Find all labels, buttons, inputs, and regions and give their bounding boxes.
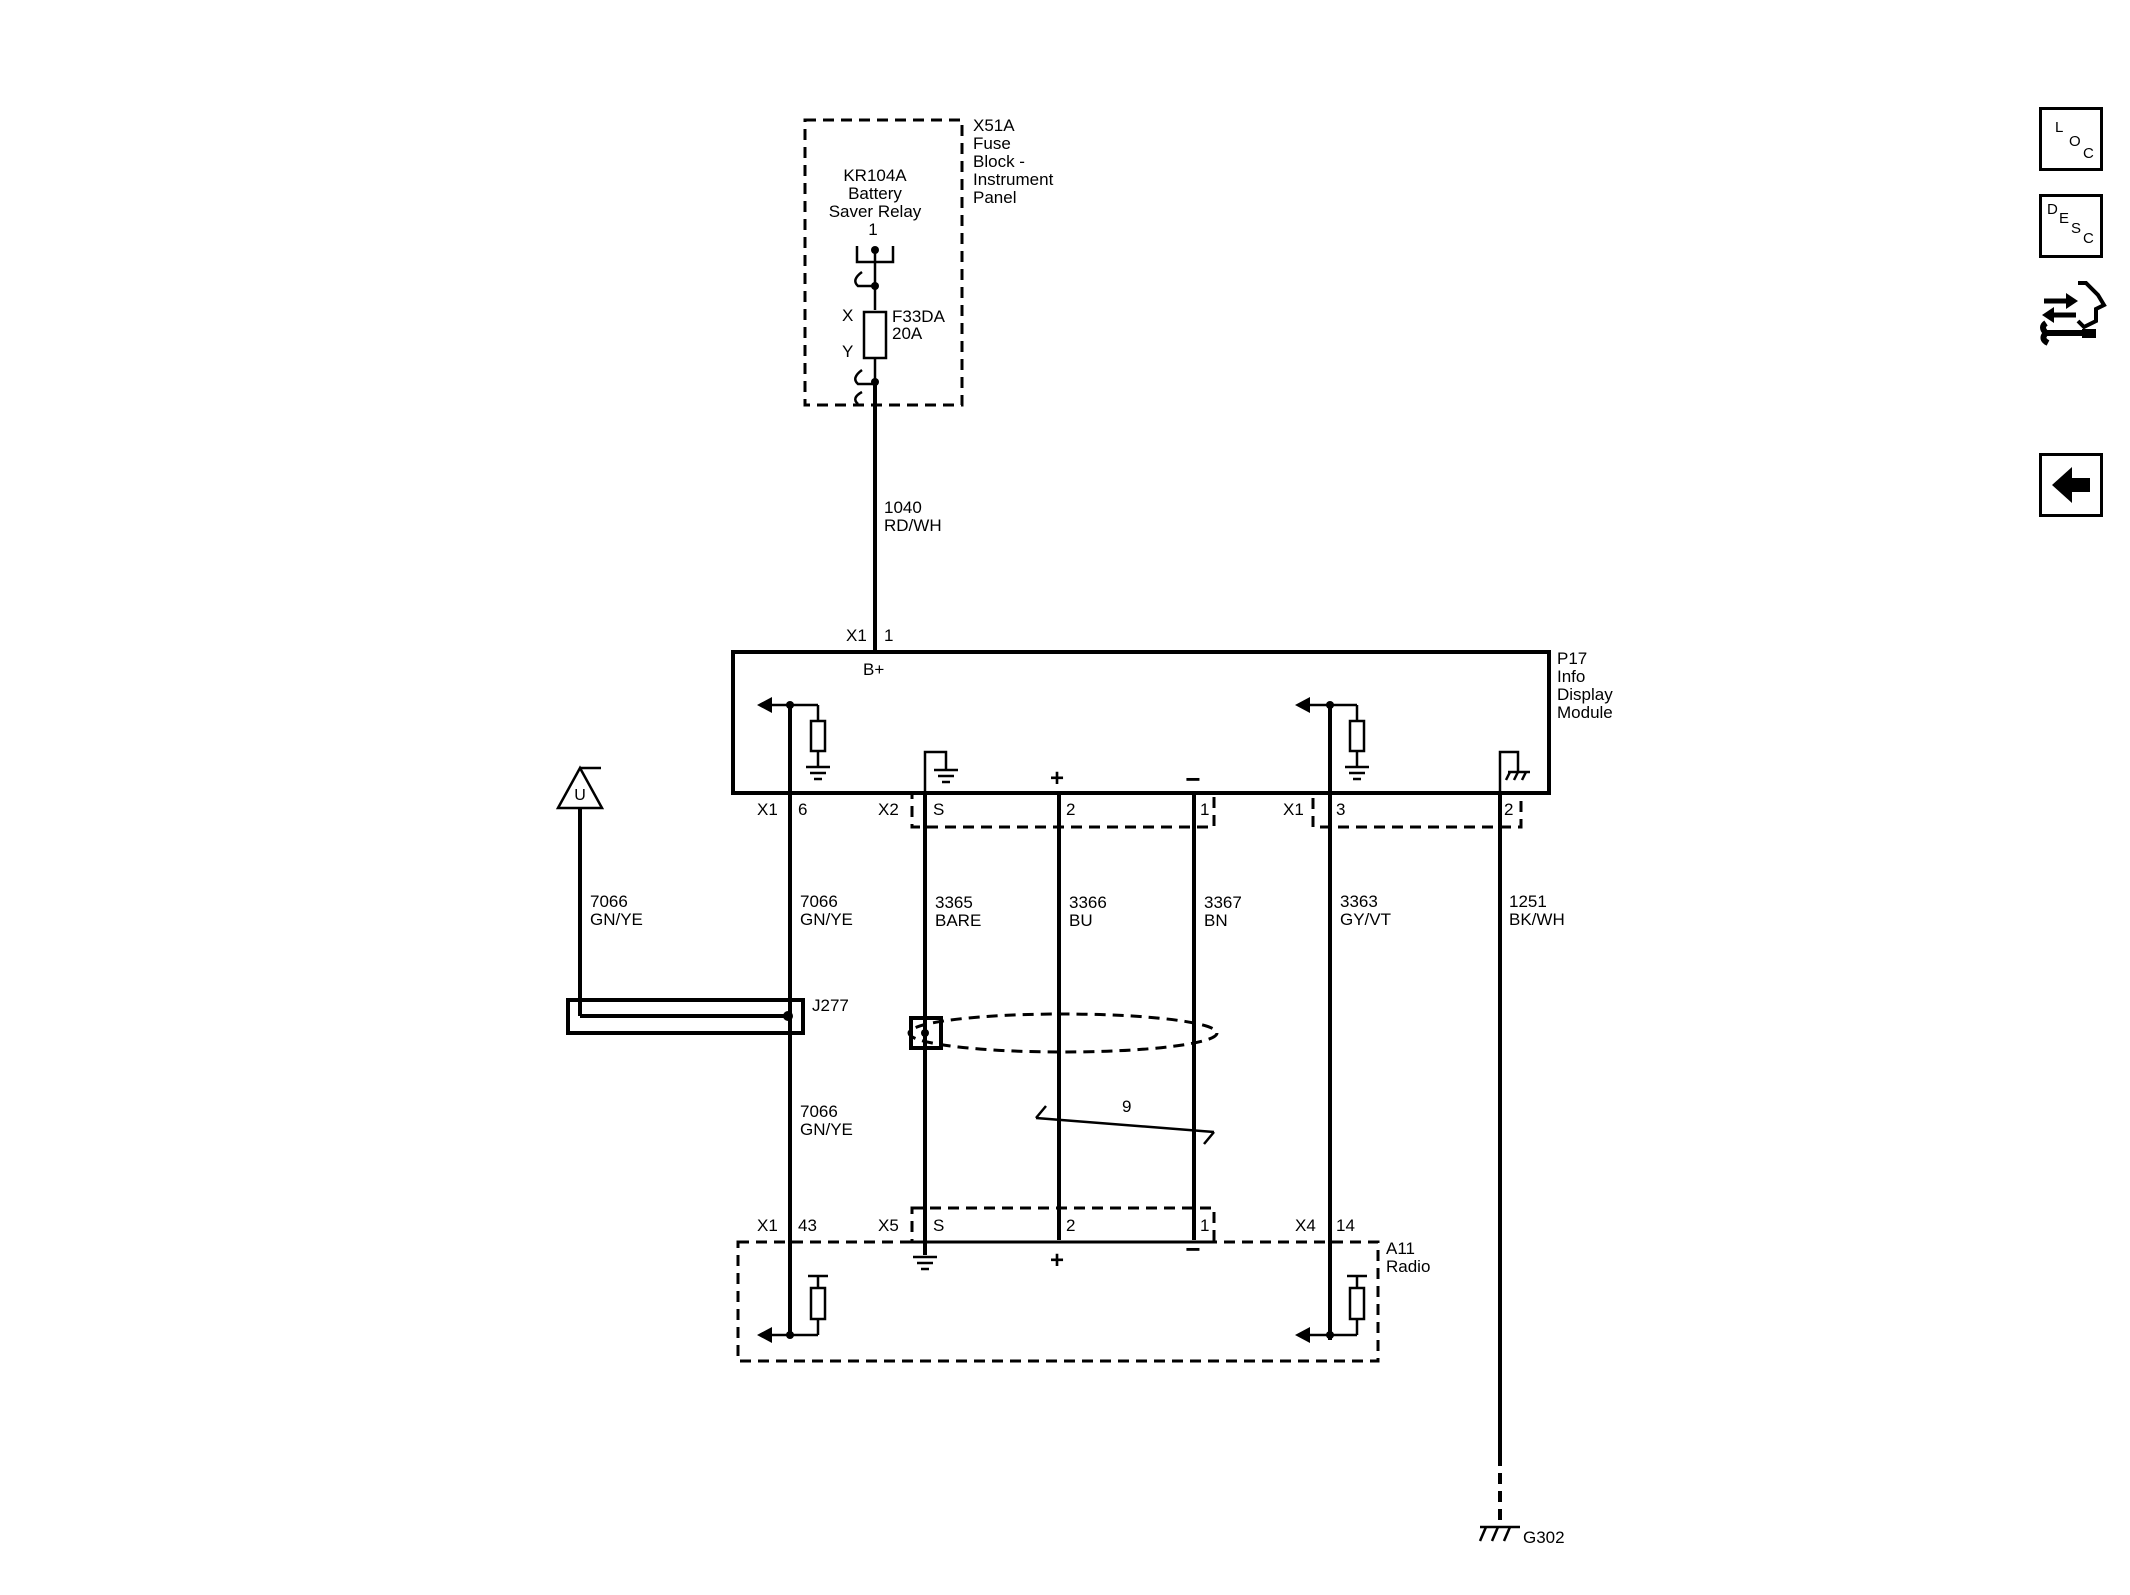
p17-bplus-label: B+ [863, 660, 884, 679]
wire-7066c-circuit: 7066 [800, 1102, 838, 1121]
ground-g302-label: G302 [1523, 1528, 1565, 1547]
relay-terminal [855, 246, 895, 264]
p17-x1b-connector [1311, 791, 1523, 829]
p17-label-3: Display [1557, 685, 1613, 704]
loc-letter-o: O [2069, 133, 2081, 150]
fuse-block-label-5: Panel [973, 188, 1016, 207]
fuse-block-label-1: X51A [973, 116, 1015, 135]
desc-letter-e: E [2059, 210, 2070, 227]
relay-pin-label: 1 [868, 220, 877, 239]
wire-7066a-color: GN/YE [590, 910, 643, 929]
offpage-connector-u: U [555, 765, 605, 810]
back-arrow-icon [2052, 467, 2090, 503]
ground-g302-symbol [1478, 1525, 1520, 1542]
p17-pin6: 6 [798, 800, 807, 819]
wire-3363-circuit: 3363 [1340, 892, 1378, 911]
wire-3365-circuit: 3365 [935, 893, 973, 912]
offpage-u-label: U [574, 787, 586, 804]
p17-pinS: S [933, 800, 944, 819]
fuse-block-label-4: Instrument [973, 170, 1054, 189]
wire-7066c-color: GN/YE [800, 1120, 853, 1139]
service-wrench-arrows-icon[interactable] [2036, 275, 2108, 351]
twist-indicator [1035, 1105, 1215, 1145]
p17-pin3-connector: X1 [1283, 800, 1304, 819]
radio-minus-sign: − [1185, 1234, 1200, 1264]
radio-pin43-connector: X1 [757, 1216, 778, 1235]
loc-letter-l: L [2055, 119, 2064, 136]
p17-chassis-ground [1498, 750, 1530, 793]
p17-label-4: Module [1557, 703, 1613, 722]
p17-pin6-connector: X1 [757, 800, 778, 819]
radio-plus-sign: + [1050, 1247, 1064, 1274]
back-button[interactable] [2039, 453, 2103, 517]
wire-1251-circuit: 1251 [1509, 892, 1547, 911]
radio-pin43: 43 [798, 1216, 817, 1235]
p17-pin2: 2 [1066, 800, 1075, 819]
p17-pin3: 3 [1336, 800, 1345, 819]
radio-module-box [736, 1240, 1380, 1363]
wire-3366-color: BU [1069, 911, 1093, 930]
p17-pinS-connector: X2 [878, 800, 899, 819]
relay-label-1: KR104A [843, 166, 907, 185]
wire-7066b-color: GN/YE [800, 910, 853, 929]
splice-j277 [566, 998, 805, 1035]
radio-pinS-connector: X5 [878, 1216, 899, 1235]
fuse-id-label: F33DA [892, 307, 946, 326]
loc-letter-c: C [2083, 145, 2094, 162]
relay-label-2: Battery [848, 184, 902, 203]
p17-x2-connector [910, 791, 1216, 829]
p17-input-circuit-right [1295, 697, 1369, 781]
wire-3367-color: BN [1204, 911, 1228, 930]
splice-j277-label: J277 [812, 996, 849, 1015]
fuse-f33da [862, 310, 888, 360]
twist-count-label: 9 [1122, 1097, 1131, 1116]
p17-module-box [731, 650, 1551, 795]
p17-pin1: 1 [1200, 800, 1209, 819]
wire-1251-color: BK/WH [1509, 910, 1565, 929]
wire-3366-circuit: 3366 [1069, 893, 1107, 912]
fuse-terminal-x-label: X [842, 306, 853, 325]
radio-pin1: 1 [1200, 1216, 1209, 1235]
p17-label-2: Info [1557, 667, 1585, 686]
p17-top-pin: 1 [884, 626, 893, 645]
p17-input-circuit-left [757, 697, 830, 781]
radio-label-1: A11 [1386, 1239, 1415, 1258]
p17-top-connector: X1 [846, 626, 867, 645]
p17-shield-ground [923, 750, 958, 793]
radio-x5-connector [910, 1206, 1216, 1244]
radio-input-circuit-right [1295, 1274, 1367, 1343]
radio-label-2: Radio [1386, 1257, 1430, 1276]
radio-pin2: 2 [1066, 1216, 1075, 1235]
cable-shield [907, 1012, 1219, 1054]
desc-letter-c: C [2083, 230, 2094, 247]
fuse-block-label-3: Block - [973, 152, 1025, 171]
p17-gnd-pin2: 2 [1504, 800, 1513, 819]
radio-shield-ground [913, 1255, 937, 1271]
p17-minus-sign: − [1185, 764, 1200, 794]
fuse-block-outline [803, 118, 964, 407]
radio-pin14-connector: X4 [1295, 1216, 1316, 1235]
relay-label-3: Saver Relay [829, 202, 922, 221]
wire-3367-circuit: 3367 [1204, 893, 1242, 912]
wire-3365-color: BARE [935, 911, 981, 930]
fuse-terminal-y-label: Y [842, 342, 853, 361]
fuse-rating-label: 20A [892, 324, 923, 343]
fuse-block-label-2: Fuse [973, 134, 1011, 153]
loc-button[interactable]: L O C [2039, 107, 2103, 171]
wire-7066a-circuit: 7066 [590, 892, 628, 911]
p17-label-1: P17 [1557, 649, 1587, 668]
wire-1040-color: RD/WH [884, 516, 942, 535]
wire-7066b-circuit: 7066 [800, 892, 838, 911]
wire-1040-circuit: 1040 [884, 498, 922, 517]
radio-input-circuit-left [757, 1274, 828, 1343]
radio-pinS: S [933, 1216, 944, 1235]
desc-letter-d: D [2047, 201, 2058, 218]
radio-pin14: 14 [1336, 1216, 1355, 1235]
desc-button[interactable]: D E S C [2039, 194, 2103, 258]
desc-letter-s: S [2071, 220, 2082, 237]
wire-3363-color: GY/VT [1340, 910, 1391, 929]
p17-plus-sign: + [1050, 765, 1064, 792]
